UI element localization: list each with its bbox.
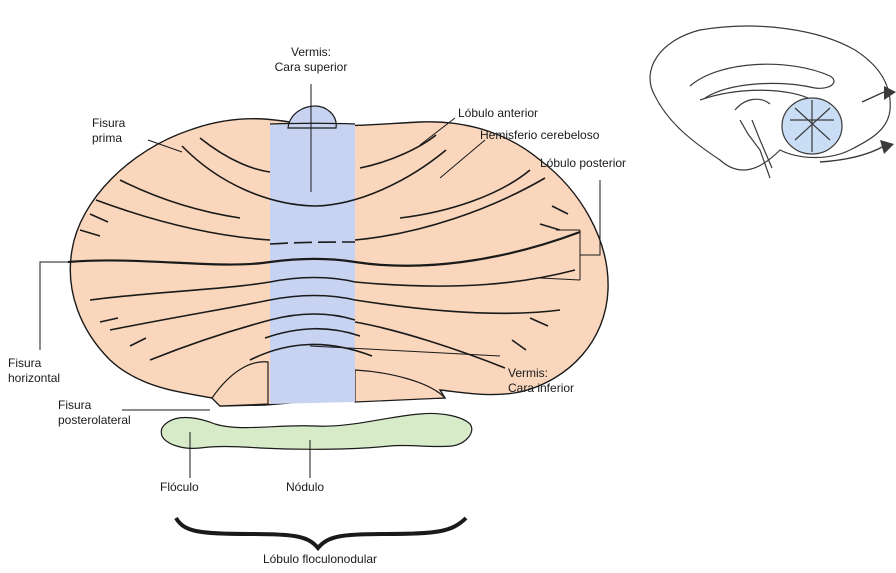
label-fisura-horizontal-line2: horizontal [8, 371, 60, 386]
label-hemisferio: Hemisferio cerebeloso [480, 128, 599, 143]
label-fisura-horizontal: Fisura horizontal [8, 356, 60, 386]
label-fisura-posterolateral-line1: Fisura [58, 398, 131, 413]
label-vermis-inferior: Vermis: Cara inferior [508, 366, 574, 396]
label-fisura-posterolateral: Fisura posterolateral [58, 398, 131, 428]
label-fisura-prima: Fisura prima [92, 116, 125, 146]
label-vermis-superior: Vermis: Cara superior [266, 45, 356, 75]
label-fisura-posterolateral-line2: posterolateral [58, 413, 131, 428]
label-fisura-horizontal-line1: Fisura [8, 356, 60, 371]
label-vermis-superior-line2: Cara superior [266, 60, 356, 75]
vermis-band [270, 124, 355, 404]
label-lobulo-anterior: Lóbulo anterior [458, 106, 538, 121]
label-floculo: Flóculo [160, 480, 199, 495]
label-lobulo-floculonodular: Lóbulo floculonodular [220, 552, 420, 567]
floculonodular-brace [176, 518, 466, 548]
label-fisura-prima-line1: Fisura [92, 116, 125, 131]
label-vermis-inferior-line2: Cara inferior [508, 381, 574, 396]
label-vermis-superior-line1: Vermis: [266, 45, 356, 60]
label-nodulo: Nódulo [286, 480, 324, 495]
vermis-superior-bump [288, 106, 336, 128]
label-fisura-prima-line2: prima [92, 131, 125, 146]
label-vermis-inferior-line1: Vermis: [508, 366, 574, 381]
label-lobulo-posterior: Lóbulo posterior [540, 156, 626, 171]
flocculonodular-lobe [161, 413, 472, 449]
arrow-head-bottom [880, 140, 894, 154]
brain-inset [650, 26, 890, 178]
